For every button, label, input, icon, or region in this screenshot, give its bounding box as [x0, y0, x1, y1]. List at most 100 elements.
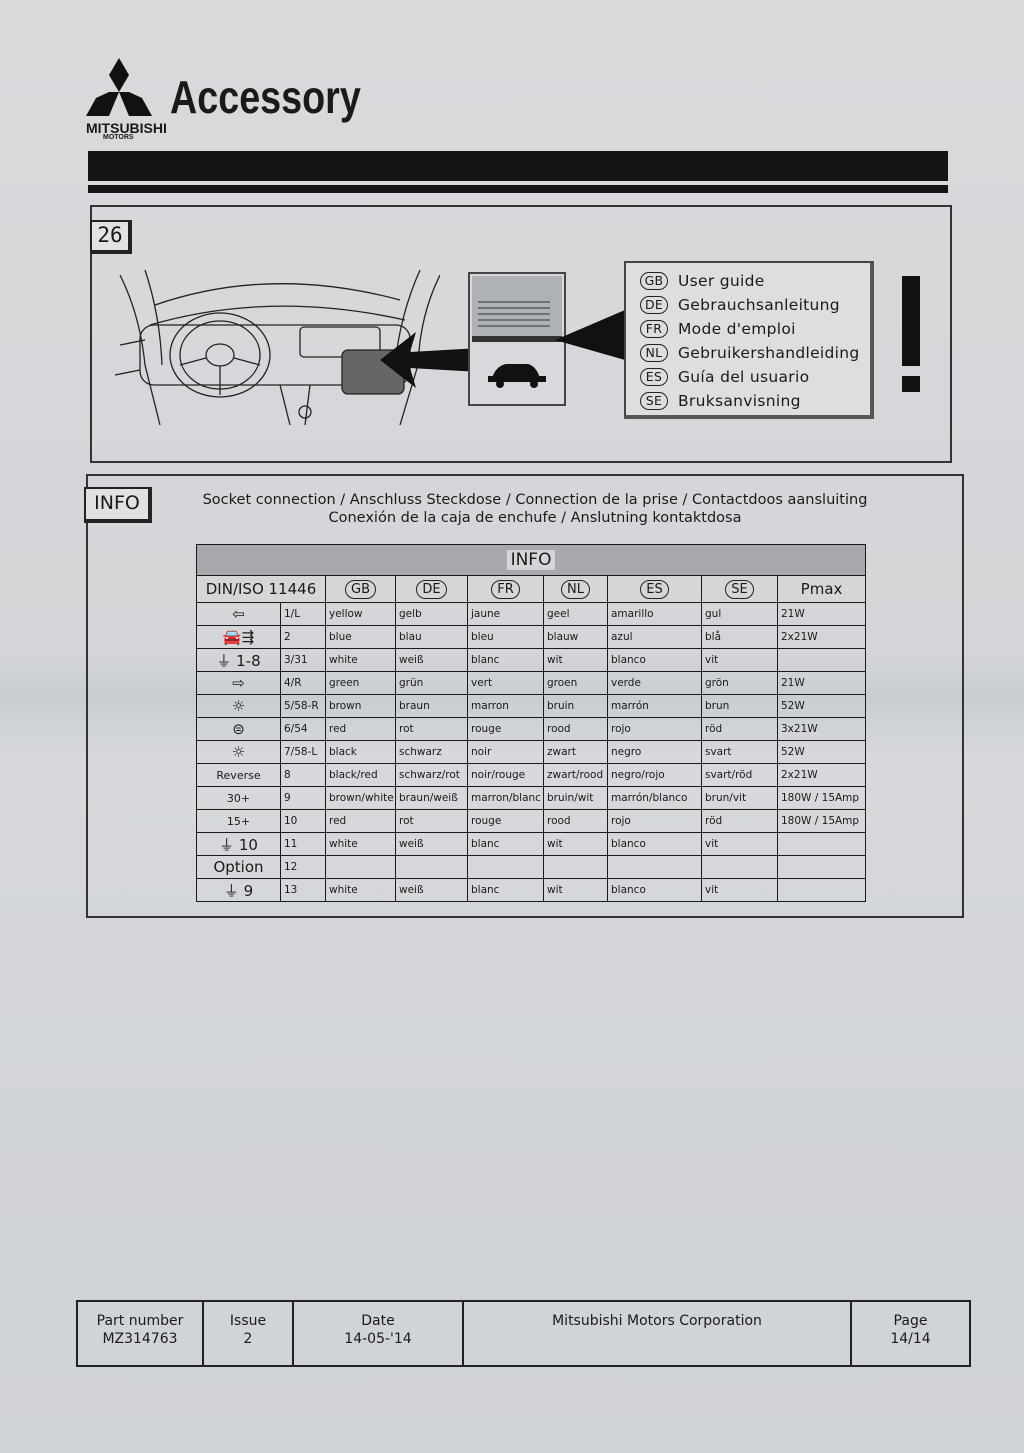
cell-nl: zwart	[543, 740, 608, 764]
lang-badge: GB	[640, 272, 668, 290]
pin-symbol: ⊜	[196, 717, 281, 741]
cell-nl: zwart/rood	[543, 763, 608, 787]
col-header-fr: FR	[467, 575, 544, 603]
cell-se: brun	[701, 694, 778, 718]
cell-de: blau	[395, 625, 468, 649]
lang-badge: SE	[725, 580, 754, 599]
cell-de: schwarz/rot	[395, 763, 468, 787]
mitsubishi-logo-icon	[86, 58, 152, 116]
lang-badge: ES	[640, 580, 669, 599]
cell-fr: marron	[467, 694, 544, 718]
warning-exclamation-icon	[902, 276, 920, 366]
lang-badge: GB	[345, 580, 376, 599]
lang-badge: DE	[640, 296, 668, 314]
cell-gb: black/red	[325, 763, 396, 787]
cell-es: verde	[607, 671, 702, 695]
cell-de: rot	[395, 809, 468, 833]
cell-fr: noir/rouge	[467, 763, 544, 787]
pin-symbol: ⇨	[196, 671, 281, 695]
guide-label: Gebruikershandleiding	[678, 344, 860, 362]
pin-symbol: ⏚ 9	[196, 878, 281, 902]
cell-es: blanco	[607, 832, 702, 856]
cell-pin: 5/58-R	[280, 694, 326, 718]
cell-es: negro	[607, 740, 702, 764]
cell-gb: brown/white	[325, 786, 396, 810]
part-number-value: MZ314763	[102, 1331, 178, 1347]
cell-fr: vert	[467, 671, 544, 695]
cell-de: weiß	[395, 878, 468, 902]
cell-es: blanco	[607, 648, 702, 672]
col-header-din: DIN/ISO 11446	[196, 575, 326, 603]
col-header-nl: NL	[543, 575, 608, 603]
cell-fr: blanc	[467, 648, 544, 672]
cell-gb: green	[325, 671, 396, 695]
cell-de: braun	[395, 694, 468, 718]
cell-se: brun/vit	[701, 786, 778, 810]
lang-badge: FR	[640, 320, 668, 338]
pin-symbol: ⏚ 1-8	[196, 648, 281, 672]
cell-gb: white	[325, 878, 396, 902]
pin-symbol: ⇦	[196, 602, 281, 626]
cell-gb	[325, 855, 396, 879]
cell-gb: red	[325, 717, 396, 741]
cell-es	[607, 855, 702, 879]
cell-fr: jaune	[467, 602, 544, 626]
cell-pmax: 52W	[776, 740, 867, 764]
info-label: INFO	[84, 487, 152, 523]
company-cell: Mitsubishi Motors Corporation	[462, 1300, 852, 1367]
pin-symbol: Reverse	[196, 763, 281, 787]
cell-gb: red	[325, 809, 396, 833]
pin-symbol: 🚘⇶	[196, 625, 281, 649]
cell-fr: rouge	[467, 809, 544, 833]
cell-nl: bruin/wit	[543, 786, 608, 810]
cell-fr: marron/blanc	[467, 786, 544, 810]
brand-name: MITSUBISHI	[86, 120, 167, 136]
header-bar	[88, 151, 948, 181]
cell-nl: rood	[543, 717, 608, 741]
cell-se: svart	[701, 740, 778, 764]
cell-se: gul	[701, 602, 778, 626]
lang-badge: SE	[640, 392, 668, 410]
part-number-label: Part number	[96, 1313, 184, 1329]
cell-pmax	[776, 878, 867, 902]
cell-de: gelb	[395, 602, 468, 626]
info-panel	[86, 474, 964, 918]
cell-fr	[467, 855, 544, 879]
booklet-car-icon	[472, 276, 562, 388]
cell-es: rojo	[607, 809, 702, 833]
cell-pin: 13	[280, 878, 326, 902]
brand-subtitle: MOTORS	[103, 134, 134, 141]
cell-gb: white	[325, 648, 396, 672]
cell-nl: blauw	[543, 625, 608, 649]
arrow-left-icon	[380, 332, 480, 388]
cell-pmax: 2x21W	[776, 763, 867, 787]
cell-pmax: 3x21W	[776, 717, 867, 741]
lang-badge: ES	[640, 368, 668, 386]
instruction-panel	[90, 205, 952, 463]
cell-fr: noir	[467, 740, 544, 764]
cell-se: röd	[701, 809, 778, 833]
lang-badge: FR	[491, 580, 520, 599]
cell-de: rot	[395, 717, 468, 741]
table-title-cell: INFO	[195, 544, 867, 576]
cell-de: schwarz	[395, 740, 468, 764]
